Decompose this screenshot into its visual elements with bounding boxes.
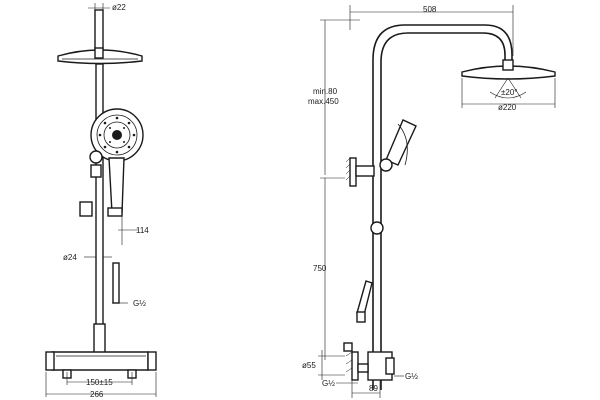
side-overhead-shower xyxy=(461,59,556,80)
dim-label-rail-height: 750 xyxy=(313,264,327,273)
dim-pipe-diameter: ø22 xyxy=(88,3,126,18)
dim-label-wall-offset: 89 xyxy=(369,384,378,393)
slider-knob xyxy=(89,150,103,164)
dim-holder-offset: 114 xyxy=(118,214,149,245)
dim-tilt-angle: ±20° xyxy=(489,77,527,99)
hose-fragment xyxy=(112,262,120,304)
dim-label-thread-left: G½ xyxy=(322,379,335,388)
side-hand-shower xyxy=(379,119,417,172)
dim-label-head-diameter: ø220 xyxy=(498,103,517,112)
dim-thread-size: G½ xyxy=(112,299,146,308)
dim-label-height-max: max.450 xyxy=(308,97,339,106)
dim-rail-height: 750 xyxy=(313,177,345,360)
dim-label-thread-right: G½ xyxy=(405,372,418,381)
dim-label-arm-reach: 508 xyxy=(423,5,437,14)
rail-and-arm xyxy=(372,24,513,390)
dim-label-center-distance: 150±15 xyxy=(86,378,113,387)
dim-label-height-min: min.80 xyxy=(313,87,338,96)
dim-label-bottom-diameter: ø55 xyxy=(302,361,316,370)
dim-label-rail-diameter: ø24 xyxy=(63,253,77,262)
side-slider-knob xyxy=(370,221,384,235)
thermostat-mixer xyxy=(45,323,157,379)
dim-bottom-diameter: ø55 xyxy=(302,350,345,380)
overhead-shower-head xyxy=(57,47,143,65)
dim-wall-offset: 89 xyxy=(351,380,381,398)
dim-label-thread-size: G½ xyxy=(133,299,146,308)
dim-head-diameter: ø220 xyxy=(461,78,556,112)
side-view: 508 ±20° ø220 min.80 max.4 xyxy=(302,5,556,398)
dim-label-total-width: 266 xyxy=(90,390,104,399)
holder-clamp xyxy=(107,207,123,217)
hand-shower-handle xyxy=(108,157,125,214)
side-hose xyxy=(356,280,373,316)
dim-height: min.80 max.450 xyxy=(308,19,360,175)
dim-arm-reach: 508 xyxy=(349,5,514,56)
dim-thread-left: G½ xyxy=(322,379,358,388)
dim-rail-diameter: ø24 xyxy=(63,253,112,262)
dim-label-holder-offset: 114 xyxy=(136,226,149,235)
wall-bracket-upper xyxy=(345,157,375,187)
dim-label-pipe-diameter: ø22 xyxy=(112,3,126,12)
lower-clamp xyxy=(79,201,93,217)
dim-center-distance: 150±15 xyxy=(66,372,133,387)
dim-total-width: 266 xyxy=(45,372,157,399)
hand-shower-head xyxy=(90,108,144,162)
front-view: ø22 xyxy=(45,3,157,399)
dim-label-tilt-angle: ±20° xyxy=(501,88,518,97)
main-rail xyxy=(95,63,104,355)
side-thermostat xyxy=(343,342,395,381)
dim-thread-right: G½ xyxy=(394,372,418,381)
